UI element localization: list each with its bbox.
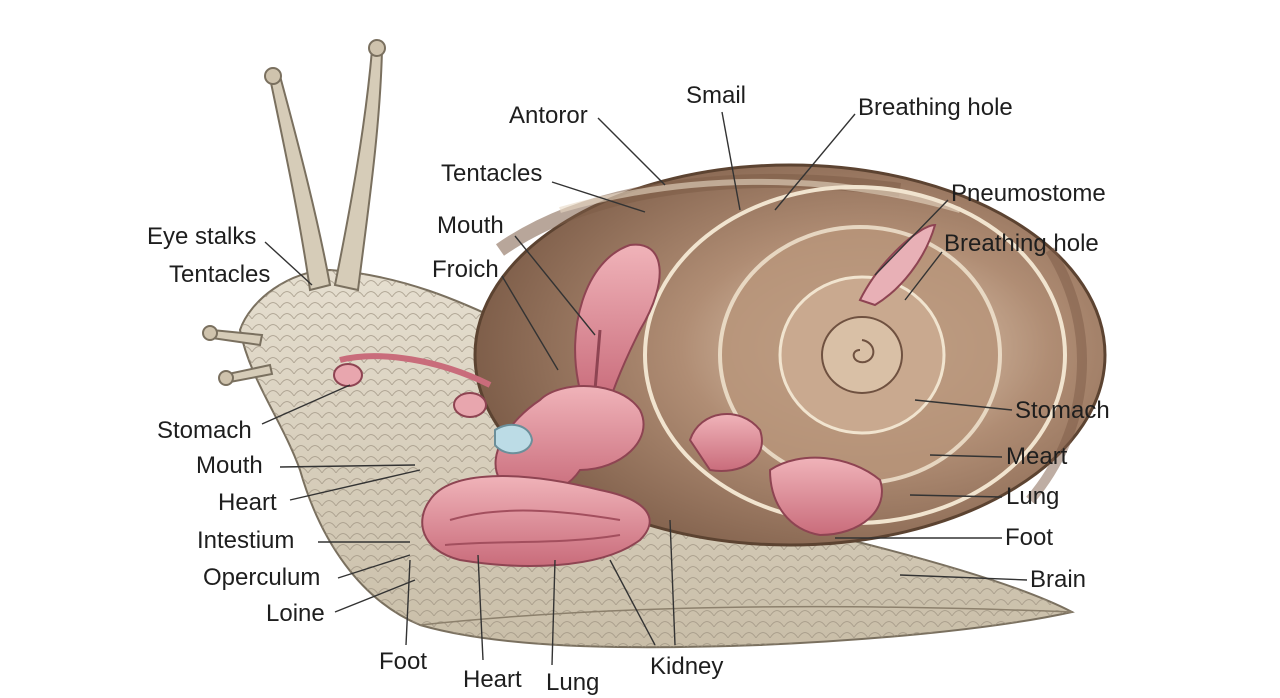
label-tentacles-top: Tentacles <box>441 160 543 187</box>
label-intestium: Intestium <box>197 527 295 554</box>
label-pneumostome: Pneumostome <box>951 180 1106 207</box>
label-loine: Loine <box>266 600 325 627</box>
label-tentacles-left: Tentacles <box>169 261 271 288</box>
label-eye-stalks: Eye stalks <box>147 223 257 250</box>
label-brain: Brain <box>1030 566 1087 593</box>
label-antoror: Antoror <box>509 102 588 129</box>
label-lung-right: Lung <box>1006 483 1060 510</box>
label-foot-bottom: Foot <box>379 648 428 675</box>
label-stomach-left: Stomach <box>157 417 252 444</box>
label-heart-bottom: Heart <box>463 666 522 693</box>
label-operculum: Operculum <box>203 564 321 591</box>
label-foot-right: Foot <box>1005 524 1054 551</box>
label-heart-left: Heart <box>218 489 277 516</box>
label-mouth-top: Mouth <box>437 212 504 239</box>
label-lung-bottom: Lung <box>546 669 600 696</box>
label-breathing-hole-right: Breathing hole <box>944 230 1099 257</box>
label-froich: Froich <box>432 256 499 283</box>
leader-lines <box>261 111 1028 666</box>
tentacles <box>202 39 386 386</box>
label-meart: Meart <box>1006 443 1068 470</box>
label-stomach-right: Stomach <box>1015 397 1110 424</box>
label-smail: Smail <box>686 82 747 109</box>
label-breathing-hole-top: Breathing hole <box>858 94 1013 121</box>
internal-organs <box>333 223 937 567</box>
label-kidney: Kidney <box>650 653 724 680</box>
label-mouth-left: Mouth <box>196 452 263 479</box>
